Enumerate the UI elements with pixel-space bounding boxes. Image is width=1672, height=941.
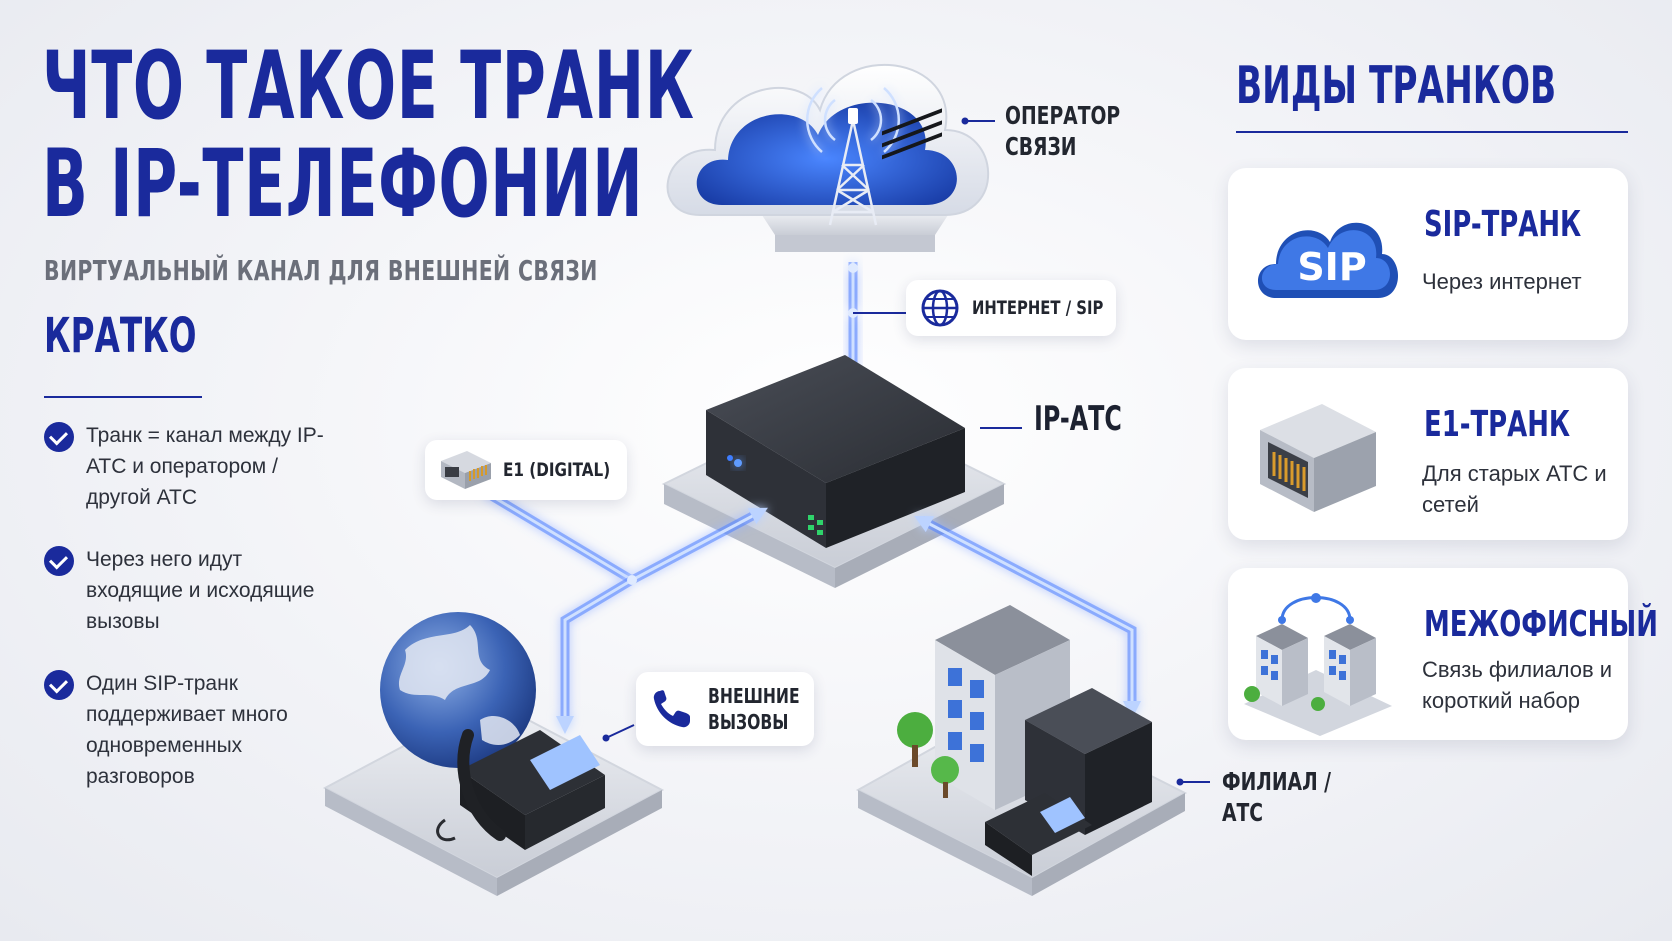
ip-pbx-label: IP-АТС [1034, 399, 1122, 439]
types-heading: ВИДЫ ТРАНКОВ [1236, 56, 1557, 116]
types-underline [1236, 131, 1628, 133]
sip-trunk-card: SIP SIP-ТРАНК Через интернет [1228, 168, 1628, 340]
rj-connector-icon [1260, 404, 1376, 512]
phone-handset-icon [653, 690, 690, 728]
internet-sip-tag: ИНТЕРНЕТ / SIP [906, 280, 1116, 336]
rj-connector-icon [441, 451, 491, 489]
office-buildings-icon [1244, 593, 1392, 736]
e1-digital-tag: E1 (DIGITAL) [425, 440, 627, 500]
inter-office-card: МЕЖОФИСНЫЙ Связь филиалов и короткий наб… [1228, 568, 1658, 740]
branch-office-icon [855, 605, 1188, 896]
sip-cloud-icon: SIP [1258, 222, 1398, 298]
page-subtitle: ВИРТУАЛЬНЫЙ КАНАЛ ДЛЯ ВНЕШНЕЙ СВЯЗИ [44, 254, 598, 287]
external-calls-tag: ВНЕШНИЕ ВЫЗОВЫ [636, 672, 814, 746]
operator-label: ОПЕРАТОР СВЯЗИ [1005, 101, 1121, 161]
summary-item: Через него идут входящие и исходящие выз… [44, 544, 344, 637]
summary-underline [44, 396, 202, 398]
check-icon [44, 546, 74, 576]
page-title: ЧТО ТАКОЕ ТРАНК В IP-ТЕЛЕФОНИИ [42, 32, 695, 239]
svg-text:SIP: SIP [1297, 245, 1366, 289]
e1-trunk-card: E1-ТРАНК Для старых АТС и сетей [1228, 368, 1628, 540]
summary-item: Транк = канал между IP-АТС и оператором … [44, 420, 344, 513]
globe-icon [921, 289, 959, 327]
summary-item: Один SIP-транк поддерживает много одновр… [44, 668, 344, 792]
branch-link [914, 515, 1141, 719]
operator-cloud-icon [666, 64, 990, 252]
external-calls-link [556, 507, 768, 734]
globe-phone-icon [322, 612, 665, 896]
check-icon [44, 422, 74, 452]
check-icon [44, 670, 74, 700]
summary-heading: КРАТКО [44, 308, 197, 364]
branch-label: ФИЛИАЛ / АТС [1222, 767, 1332, 827]
e1-link [482, 488, 635, 584]
